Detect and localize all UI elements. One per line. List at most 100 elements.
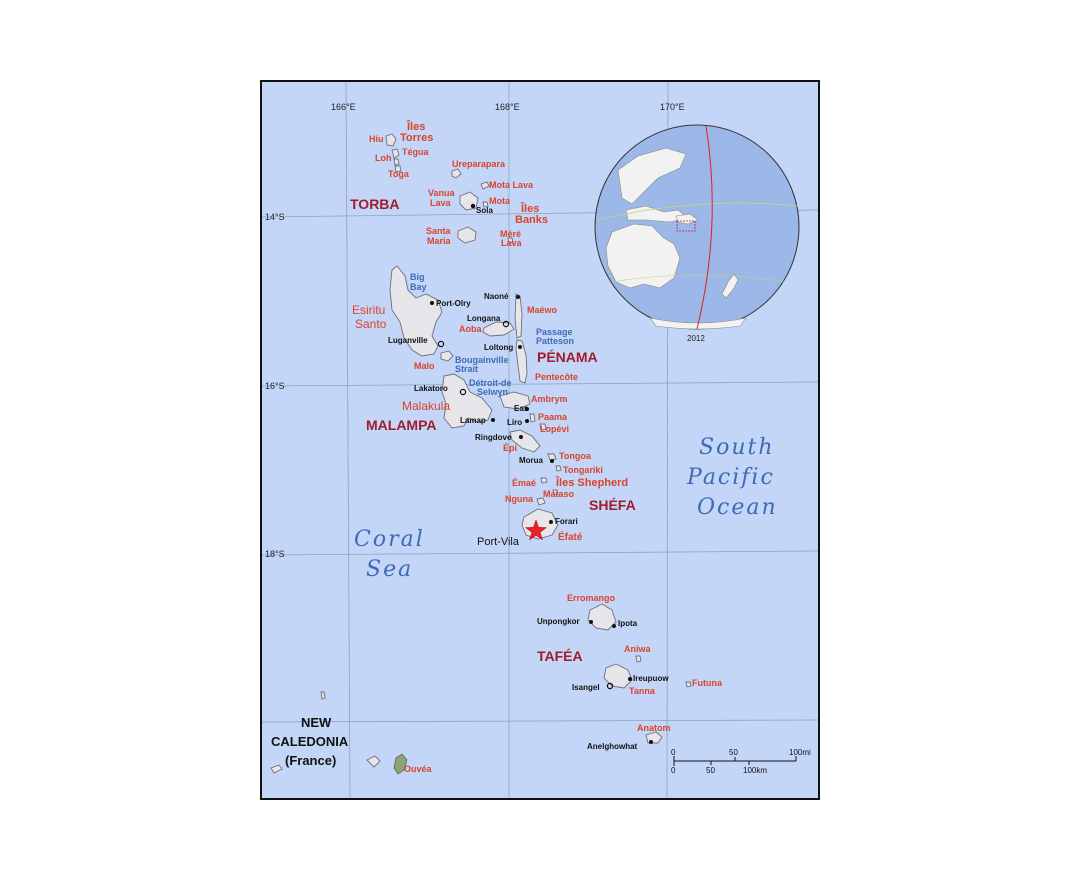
label-tegua: Tégua <box>402 147 429 157</box>
label-malakula: Malakula <box>402 399 450 413</box>
province-malampa: MALAMPA <box>366 417 437 433</box>
label-passage-patteson-1: Passage <box>536 327 573 337</box>
island-futuna <box>685 681 692 688</box>
province-torba: TORBA <box>350 196 400 212</box>
island-aniwa <box>635 655 642 663</box>
island-tongoa <box>547 453 557 461</box>
island-nguna <box>536 497 546 506</box>
label-bougainville-2: Strait <box>455 364 478 374</box>
graticule-labels: 166°E 168°E 170°E 14°S 16°S 18°S <box>265 102 685 559</box>
globe-land-australia <box>605 223 681 289</box>
label-selwyn-2: Selwyn <box>477 387 508 397</box>
town-ireupuow: Ireupuow <box>633 674 669 683</box>
scale-km-0: 0 <box>671 766 676 775</box>
town-lamap: Lamap <box>460 416 486 425</box>
scale-mi-100: 100mi <box>789 748 811 757</box>
label-passage-patteson-2: Patteson <box>536 336 574 346</box>
town-markers <box>430 203 653 744</box>
province-tafea: TAFÉA <box>537 648 583 664</box>
island-tegua <box>391 148 400 159</box>
town-liro: Liro <box>507 418 522 427</box>
island-hiu <box>385 133 397 147</box>
island-new-caledonia-fragment <box>366 755 381 768</box>
globe-land-asia <box>617 147 687 205</box>
label-mota: Mota <box>489 196 511 206</box>
label-aoba: Aoba <box>459 324 482 334</box>
label-selwyn-1: Détroit-de <box>469 378 512 388</box>
inset-globe <box>594 124 800 330</box>
lon-label-166: 166°E <box>331 102 356 112</box>
label-banks-2: Banks <box>515 214 548 226</box>
label-santo-2: Santo <box>355 317 387 331</box>
label-mere-lava-1: Méré <box>500 229 521 239</box>
island-lopevi <box>539 423 547 431</box>
label-big-bay-1: Big <box>410 272 425 282</box>
island-mota-lava <box>480 181 490 190</box>
island-mota <box>482 201 489 208</box>
label-aniwa: Aniwa <box>624 644 651 654</box>
island-emae <box>540 477 548 484</box>
label-big-bay-2: Bay <box>410 282 427 292</box>
scale-mi-50: 50 <box>729 748 738 757</box>
label-toga: Toga <box>388 169 410 179</box>
label-emae: Émaé <box>512 478 536 488</box>
label-santa-maria-1: Santa <box>426 226 452 236</box>
capital-star-icon <box>524 519 548 541</box>
island-ouvea <box>393 753 408 775</box>
town-sola: Sola <box>476 206 493 215</box>
town-ipota: Ipota <box>618 619 638 628</box>
label-lopevi: Lopévi <box>540 424 569 434</box>
island-santa-maria <box>457 226 477 244</box>
label-bougainville-1: Bougainville <box>455 355 509 365</box>
label-caledonia: CALEDONIA <box>271 734 349 749</box>
island-pentecost <box>515 339 528 384</box>
label-efate: Éfaté <box>558 530 583 543</box>
island-paama <box>529 413 536 423</box>
island-belep-fragment <box>320 691 326 700</box>
island-mere-lava <box>507 237 514 244</box>
lat-label-16: 16°S <box>265 381 285 391</box>
label-pacific-3: Ocean <box>697 495 778 520</box>
label-vanua-lava-1: Vanua <box>428 188 456 198</box>
island-espiritu-santo <box>389 265 443 357</box>
label-vanua-lava-2: Lava <box>430 198 452 208</box>
lon-label-170: 170°E <box>660 102 685 112</box>
label-erromango: Erromango <box>567 593 616 603</box>
island-tanna <box>603 663 633 689</box>
label-france: (France) <box>285 753 336 768</box>
town-ringdove: Ringdove <box>475 433 512 442</box>
label-paama: Paama <box>538 412 568 422</box>
label-ouvea: Ouvéa <box>404 764 433 774</box>
town-lakatoro: Lakatoro <box>414 384 448 393</box>
town-anelghowhat: Anelghowhat <box>587 742 638 751</box>
island-anatom <box>645 731 663 744</box>
scale-bar: 0 50 100mi 0 50 100km <box>671 748 811 775</box>
island-tongariki <box>555 465 562 472</box>
town-labels: Sola Port-Olry Naoné Longana Loltong Lug… <box>388 206 669 751</box>
label-coral-sea-1: Coral <box>354 527 425 552</box>
island-labels: Îles Torres Hiu Tégua Loh Toga Ureparapa… <box>352 120 723 774</box>
label-tongariki: Tongariki <box>563 465 603 475</box>
island-malo <box>440 350 454 362</box>
island-loh <box>393 158 400 166</box>
town-loltong: Loltong <box>484 343 513 352</box>
label-mataso: Mataso <box>543 489 575 499</box>
label-tongoa: Tongoa <box>559 451 592 461</box>
province-labels: TORBA PÉNAMA MALAMPA SHÉFA TAFÉA <box>350 196 636 664</box>
town-longana: Longana <box>467 314 501 323</box>
scale-km-100: 100km <box>743 766 767 775</box>
town-luganville: Luganville <box>388 336 428 345</box>
islands <box>270 133 692 775</box>
label-new: NEW <box>301 715 332 730</box>
scale-km-50: 50 <box>706 766 715 775</box>
label-maewo: Maéwo <box>527 305 558 315</box>
water-labels: Big Bay Passage Patteson Bougainville St… <box>410 272 574 397</box>
town-naone: Naoné <box>484 292 509 301</box>
island-new-caledonia-fragment-2 <box>270 764 283 774</box>
label-ureparapara: Ureparapara <box>452 159 506 169</box>
label-malo: Malo <box>414 361 435 371</box>
island-toga <box>394 165 402 173</box>
lat-label-18: 18°S <box>265 549 285 559</box>
label-torres-1: Îles <box>406 120 425 133</box>
sea-labels: Coral Sea South Pacific Ocean <box>354 435 778 582</box>
